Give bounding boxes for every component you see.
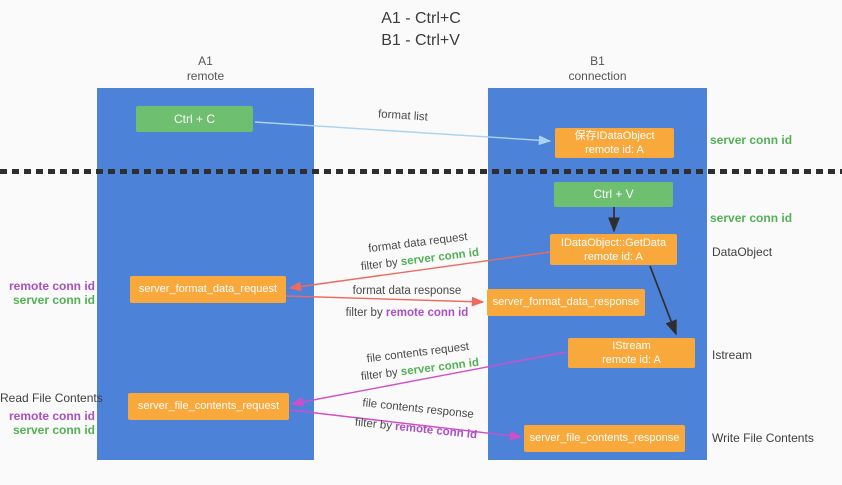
title-line-1: A1 - Ctrl+C (381, 10, 461, 27)
node-save-idataobject-line1: 保存IDataObject (574, 130, 655, 142)
side-label-istream: Istream (712, 348, 753, 362)
node-ctrl-c: Ctrl + C (136, 106, 253, 132)
side-label-server-conn-id-mid: server conn id (710, 211, 793, 225)
format-data-response-text: format data response (352, 285, 462, 297)
lane-b1-subtitle: connection (568, 69, 627, 83)
remote-conn-id-key: remote conn id (394, 420, 478, 442)
node-server-file-contents-request: server_file_contents_request (128, 393, 289, 420)
lane-a1-name: A1 (198, 54, 213, 68)
lane-header-a1: A1 remote (97, 54, 314, 84)
side-label-read-file-contents: Read File Contents (0, 391, 103, 405)
flow-label-format-data-response: format data response filter by remote co… (337, 283, 477, 321)
diagram-title: A1 - Ctrl+C B1 - Ctrl+V (381, 8, 461, 52)
node-server-format-data-response: server_format_data_response (487, 289, 645, 316)
node-server-format-data-request: server_format_data_request (130, 276, 286, 303)
side-label-remote-conn-id-2: remote conn id (8, 409, 95, 423)
remote-conn-id-key: remote conn id (385, 307, 469, 319)
node-istream-line2: remote id: A (602, 354, 661, 366)
node-ctrl-v-label: Ctrl + V (593, 187, 634, 201)
side-label-server-conn-id-top: server conn id (710, 133, 793, 147)
side-label-dataobject: DataObject (712, 245, 773, 259)
filter-by-text: filter by (360, 366, 402, 384)
node-server-file-contents-response: server_file_contents_response (524, 425, 685, 452)
side-label-server-conn-id-2: server conn id (12, 423, 95, 437)
node-getdata-line1: IDataObject::GetData (560, 237, 667, 249)
filter-by-text: filter by (345, 307, 386, 319)
title-line-2: B1 - Ctrl+V (381, 32, 460, 49)
filter-by-text: filter by (360, 256, 402, 274)
node-save-idataobject: 保存IDataObject remote id: A (555, 128, 674, 158)
lane-header-b1: B1 connection (488, 54, 707, 84)
flow-label-format-data-request: format data request filter by server con… (350, 227, 487, 277)
side-label-remote-conn-id-1: remote conn id (8, 279, 95, 293)
node-idataobject-getdata: IDataObject::GetData remote id: A (550, 234, 677, 265)
node-ctrl-c-label: Ctrl + C (173, 112, 215, 126)
flow-label-format-list: format list (377, 108, 429, 124)
node-save-idataobject-line2: remote id: A (585, 144, 644, 156)
flow-label-file-contents-request: file contents request filter by server c… (350, 337, 487, 387)
side-label-server-conn-id-1: server conn id (12, 293, 95, 307)
flow-label-file-contents-response: file contents response filter by remote … (348, 394, 485, 445)
node-istream: IStream remote id: A (568, 338, 695, 368)
lane-a1-subtitle: remote (186, 69, 225, 83)
node-ctrl-v: Ctrl + V (554, 182, 673, 207)
node-istream-line1: IStream (612, 340, 651, 352)
phase-divider-dashed-line (0, 169, 842, 174)
node-getdata-line2: remote id: A (584, 251, 643, 263)
lane-b1-name: B1 (590, 54, 605, 68)
filter-by-text: filter by (354, 416, 396, 433)
side-label-write-file-contents: Write File Contents (712, 431, 814, 445)
